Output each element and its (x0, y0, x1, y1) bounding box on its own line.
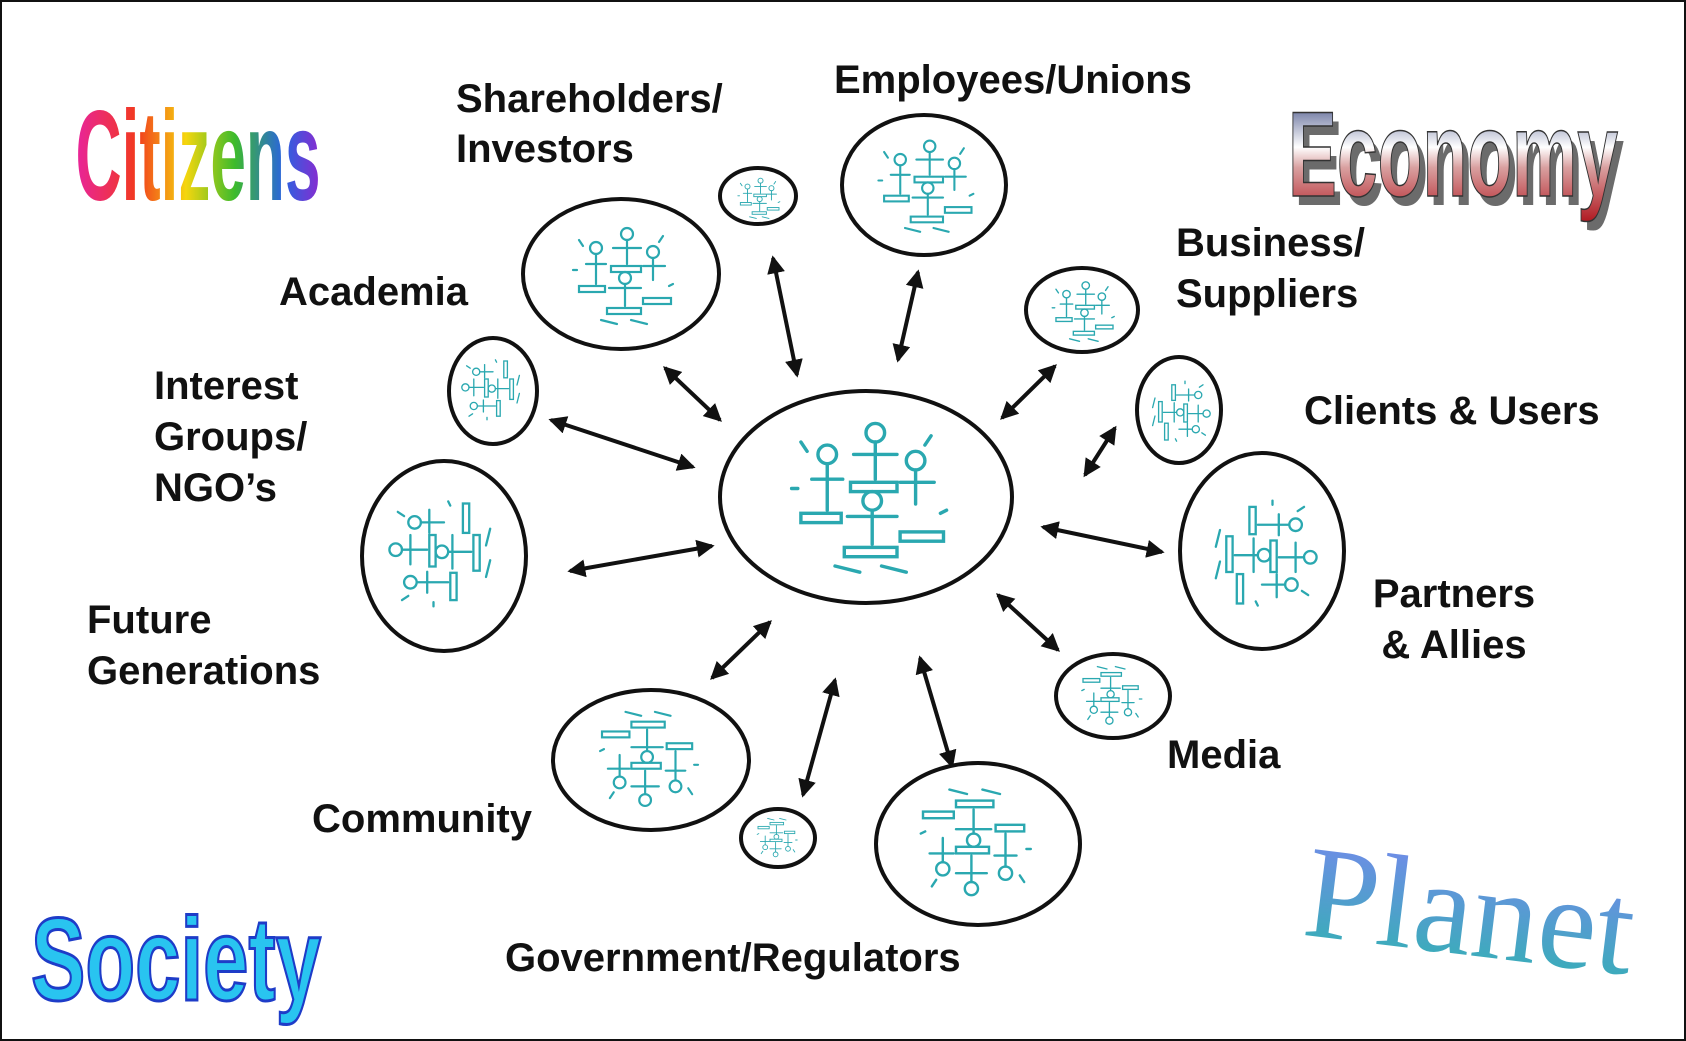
ellipse-community (551, 688, 751, 832)
label-interest-groups-ngos: Interest Groups/ NGO’s (154, 364, 307, 510)
label-line: NGO’s (154, 466, 277, 510)
label-line: Interest (154, 364, 299, 408)
center-organization (718, 389, 1014, 605)
ellipse-future-generations (360, 459, 528, 653)
ellipse-partners (1178, 451, 1346, 651)
arrow-government-small (798, 677, 840, 798)
label-academia: Academia (279, 270, 469, 314)
label-government-regulators: Government/Regulators (505, 936, 961, 980)
label-shareholders-investors: Shareholders/ Investors (456, 77, 723, 171)
ellipse-employees (840, 113, 1008, 257)
ellipse-interest-groups (447, 336, 539, 446)
ellipse-shareholders (718, 166, 798, 226)
label-clients-users: Clients & Users (1304, 389, 1600, 433)
label-line: & Allies (1381, 623, 1526, 667)
label-media: Media (1167, 733, 1281, 777)
label-line: Employees/Unions (834, 58, 1192, 102)
arrow-interest-groups (548, 416, 696, 471)
society-word: Society (31, 894, 321, 1026)
arrow-academia (663, 366, 722, 422)
label-line: Groups/ (154, 415, 307, 459)
citizens-word: Citizens (76, 85, 321, 228)
label-future-generations: Future Generations (87, 598, 320, 693)
arrow-partners (1040, 521, 1165, 558)
ellipse-government (874, 761, 1082, 927)
label-line: Suppliers (1176, 272, 1358, 316)
ellipse-business (1024, 266, 1140, 354)
label-line: Clients & Users (1304, 389, 1600, 433)
ellipse-academia (521, 197, 721, 351)
label-line: Generations (87, 649, 320, 693)
label-partners-allies: Partners & Allies (1373, 572, 1535, 667)
arrow-media (996, 593, 1060, 652)
arrow-employees (892, 269, 924, 363)
label-employees-unions: Employees/Unions (834, 58, 1192, 102)
label-line: Shareholders/ (456, 77, 723, 121)
ellipse-government-small (739, 807, 817, 869)
arrow-shareholders (767, 255, 803, 378)
label-line: Academia (279, 270, 469, 314)
label-line: Government/Regulators (505, 936, 961, 980)
arrow-government (915, 655, 957, 769)
label-line: Business/ (1176, 221, 1365, 265)
economy-word-face: Economy (1288, 86, 1618, 222)
label-line: Partners (1373, 572, 1535, 616)
label-line: Investors (456, 127, 634, 171)
arrow-clients (1083, 425, 1117, 478)
arrow-future-generations (567, 539, 715, 578)
ellipse-media (1054, 652, 1172, 740)
ellipse-clients (1135, 355, 1223, 465)
arrow-business (1000, 364, 1057, 420)
economy-word: Economy Economy (1287, 85, 1624, 231)
label-community: Community (312, 797, 533, 841)
label-line: Media (1167, 733, 1281, 777)
label-line: Future (87, 598, 211, 642)
label-business-suppliers: Business/ Suppliers (1176, 221, 1365, 316)
economy-word-shadow: Economy (1294, 95, 1624, 231)
arrow-community (710, 620, 772, 680)
label-line: Community (312, 797, 533, 841)
